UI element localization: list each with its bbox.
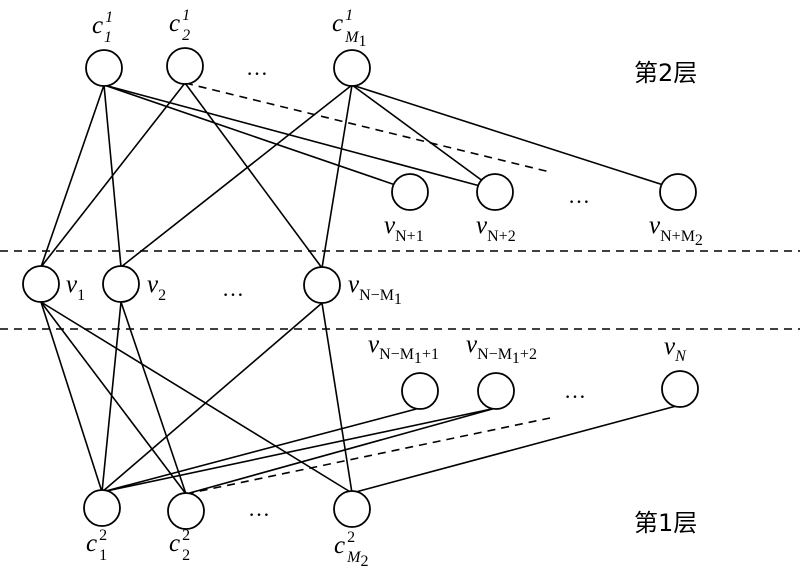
edge	[101, 302, 323, 493]
label-var-vN: vN	[664, 333, 687, 365]
edge	[185, 407, 497, 495]
layer-label-top: 第2层	[634, 59, 697, 87]
edge	[101, 407, 497, 493]
label-var-vN-M1+1: vN−M1+1	[368, 331, 439, 367]
variable-node	[391, 173, 429, 211]
ellipsis-bottom-vars: …	[564, 378, 586, 403]
edge	[184, 82, 323, 269]
label-var-vN-M1+2: vN−M1+2	[466, 331, 537, 367]
edge	[351, 404, 681, 494]
edge	[40, 82, 186, 268]
label-var-vN+M2: vN+M2	[649, 212, 703, 249]
edge	[40, 301, 353, 494]
label-var-vN+1: vN+1	[384, 212, 424, 245]
bottom-variable-nodes	[401, 370, 699, 410]
check-node	[333, 49, 371, 87]
edge	[40, 84, 105, 268]
check-node	[167, 492, 205, 530]
ellipsis-shared-vars: …	[222, 276, 244, 301]
edge	[321, 84, 353, 269]
edge	[40, 301, 187, 495]
label-var-vN-M1: vN−M1	[348, 271, 402, 308]
variable-node	[476, 173, 514, 211]
check-node	[83, 489, 121, 527]
top-variable-nodes	[391, 173, 697, 211]
check-node	[166, 47, 204, 85]
edge-dashed	[184, 82, 551, 173]
variable-node	[22, 265, 60, 303]
ellipsis-top-checks: …	[246, 55, 268, 80]
edge	[321, 302, 353, 494]
edge	[101, 301, 122, 493]
edge	[40, 301, 103, 493]
check-node	[85, 49, 123, 87]
top-check-nodes	[85, 47, 371, 87]
edge	[120, 84, 353, 268]
bottom-layer-edges	[40, 301, 681, 495]
variable-node	[401, 372, 439, 410]
variable-node	[477, 372, 515, 410]
check-node	[333, 490, 371, 528]
variable-node	[661, 370, 699, 408]
edge	[101, 407, 421, 493]
edge	[103, 84, 411, 191]
variable-node	[303, 266, 341, 304]
edge	[351, 84, 496, 191]
shared-variable-nodes	[22, 265, 341, 304]
bottom-check-nodes	[83, 489, 371, 530]
edge	[103, 84, 496, 191]
edge	[120, 301, 187, 495]
edge-dashed	[185, 417, 551, 495]
ellipsis-bottom-checks: …	[248, 496, 270, 521]
top-layer-edges	[40, 82, 680, 269]
label-var-v1: v1	[66, 271, 85, 304]
label-var-vN+2: vN+2	[476, 212, 516, 245]
variable-node	[659, 173, 697, 211]
ellipsis-top-vars: …	[568, 183, 590, 208]
variable-node	[102, 265, 140, 303]
label-var-v2: v2	[147, 271, 166, 304]
edge	[351, 84, 680, 191]
layer-label-bottom: 第1层	[634, 509, 697, 537]
